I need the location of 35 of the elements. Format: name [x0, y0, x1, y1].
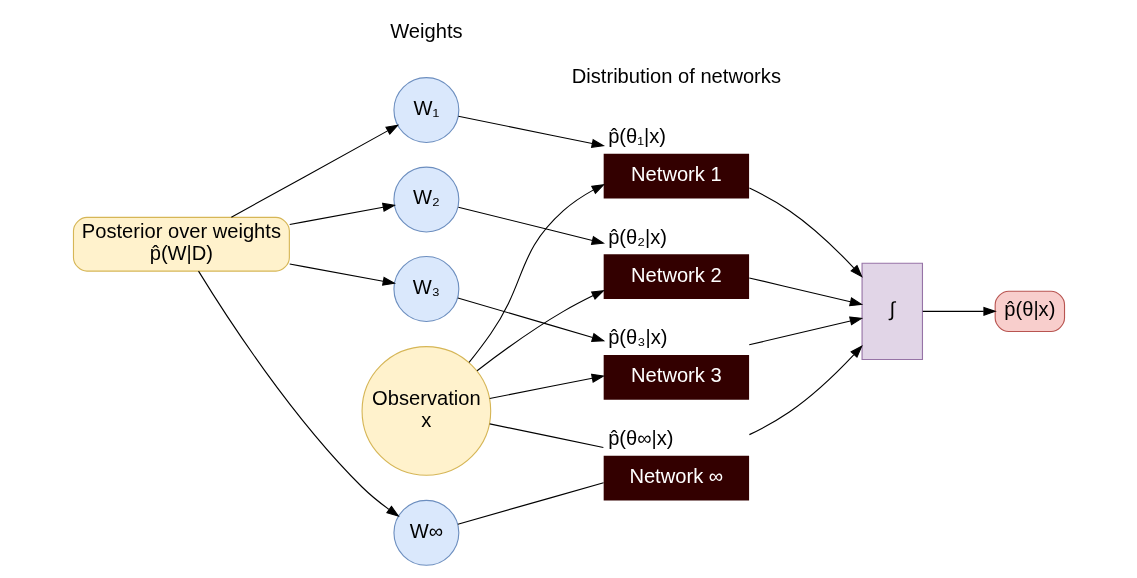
- node-label: p̂(θ₁|x): [607, 124, 666, 147]
- arrow: [748, 345, 863, 436]
- arrow: [748, 187, 863, 278]
- node-box: Network 2: [603, 254, 749, 300]
- arrow: [748, 277, 863, 307]
- node-label: p̂(θ₃|x): [607, 326, 667, 349]
- label: Distribution of networks: [571, 64, 781, 87]
- node-box: Network ∞: [603, 455, 749, 501]
- arrow: [288, 202, 396, 226]
- connector: [488, 423, 604, 448]
- arrow: [748, 316, 863, 346]
- node-circle: W₁: [392, 77, 459, 144]
- arrow: [476, 289, 605, 372]
- arrow: [457, 115, 605, 149]
- node-label: p̂(θ∞|x): [607, 426, 674, 449]
- node-circle: W₃: [392, 256, 459, 322]
- label: Weights: [389, 19, 463, 42]
- node-box: Posterior over weights p̂(W|D): [72, 216, 290, 272]
- node-box: p̂(θ|x): [994, 290, 1065, 333]
- arrow: [456, 297, 605, 342]
- node-box: Network 1: [603, 153, 749, 199]
- arrow: [288, 263, 396, 286]
- node-circle: W₂: [392, 166, 459, 233]
- arrow: [468, 183, 605, 363]
- arrow: [230, 124, 399, 218]
- node-circle: W∞: [392, 499, 459, 566]
- arrow: [488, 373, 605, 400]
- node-circle: Observation x: [361, 346, 491, 476]
- connector: [456, 482, 604, 525]
- arrow: [197, 270, 400, 517]
- node-box: ∫: [861, 262, 923, 361]
- arrow: [921, 306, 997, 317]
- arrow: [457, 206, 605, 245]
- node-label: p̂(θ₂|x): [607, 225, 667, 248]
- node-box: Network 3: [603, 355, 749, 400]
